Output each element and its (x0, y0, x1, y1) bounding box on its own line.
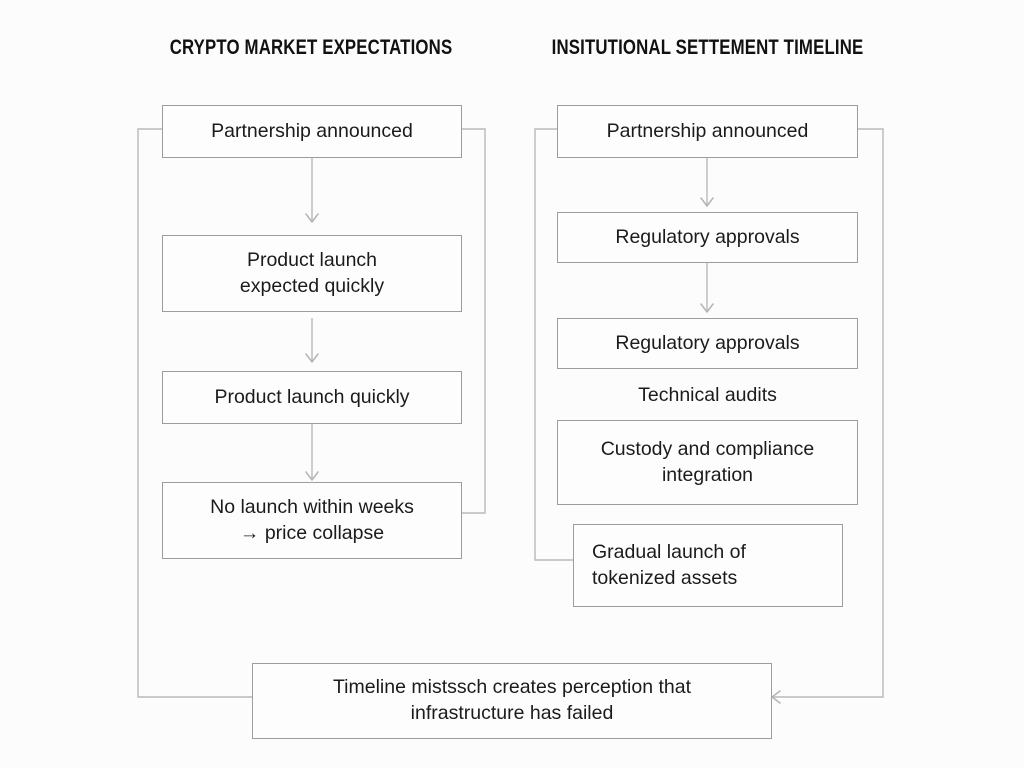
node-left-product-launch-quickly[interactable]: Product launch quickly (162, 371, 462, 424)
arrowhead-right-2-to-3 (700, 303, 714, 313)
column-title-left: CRYPTO MARKET EXPECTATIONS (169, 36, 453, 59)
label-right-technical-audits: Technical audits (638, 384, 777, 407)
arrowhead-left-2-to-3 (305, 353, 319, 363)
node-left-no-launch-price-collapse[interactable]: No launch within weeks→ price collapse (162, 482, 462, 559)
connector-left-loop-right (462, 128, 486, 514)
node-left-partnership-announced[interactable]: Partnership announced (162, 105, 462, 158)
column-title-right: INSITUTIONAL SETTEMENT TIMELINE (551, 36, 864, 59)
node-right-partnership-announced[interactable]: Partnership announced (557, 105, 858, 158)
arrowhead-left-1-to-2 (305, 213, 319, 223)
arrowhead-right-outcome (771, 690, 781, 704)
node-right-regulatory-approvals-2[interactable]: Regulatory approvals (557, 318, 858, 369)
node-right-regulatory-approvals-1[interactable]: Regulatory approvals (557, 212, 858, 263)
node-outcome-timeline-mismatch[interactable]: Timeline mistssch creates perception tha… (252, 663, 772, 739)
arrowhead-right-1-to-2 (700, 197, 714, 207)
arrowhead-left-3-to-4 (305, 471, 319, 481)
